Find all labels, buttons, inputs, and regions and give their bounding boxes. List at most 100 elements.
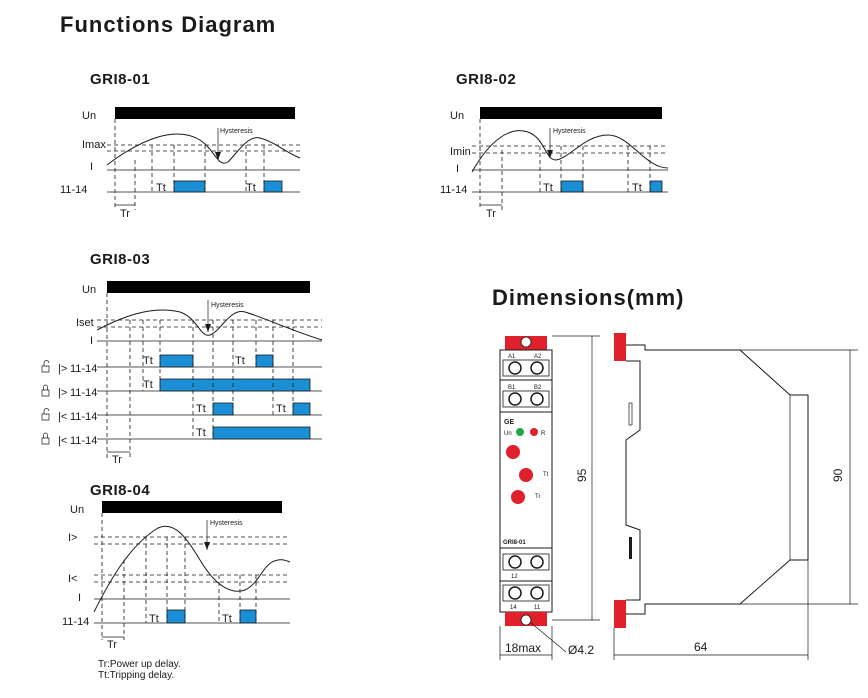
screw-icon — [508, 586, 522, 600]
gri8-04-low-label: I< — [68, 573, 77, 585]
gri8-03-row-1-pulse-2 — [255, 354, 274, 368]
gri8-03-level-label: Iset — [76, 317, 94, 329]
gri8-04-hysteresis-label: Hysteresis — [210, 520, 243, 527]
gri8-03-current-curve — [96, 309, 323, 341]
gri8-03-row-4-pulse — [212, 426, 311, 440]
screw-icon — [508, 555, 522, 569]
gri8-04-tt-2: Tt — [222, 613, 232, 625]
lock-icon — [41, 384, 50, 397]
gri8-01-hysteresis-arrowhead — [215, 152, 221, 160]
note-tr: Tr:Power up delay. — [98, 659, 181, 670]
device-front-view: A1 A2 B1 B2 GE Un R Tt Tr GRI8-01 12 — [499, 336, 553, 626]
gri8-03-row-3-symbol: |< — [58, 411, 67, 423]
terminal-a2: A2 — [534, 354, 542, 360]
gri8-02-title: GRI8-02 — [456, 71, 516, 88]
gri8-04-output-label: 11-14 — [62, 616, 89, 628]
bottom-clip-hole — [520, 614, 532, 626]
screw-icon — [530, 586, 544, 600]
gri8-04-high-label: I> — [68, 532, 77, 544]
gri8-02-hysteresis-label: Hysteresis — [553, 128, 586, 135]
led-r-label: R — [541, 431, 546, 437]
gri8-02-hysteresis-arrowhead — [547, 150, 553, 158]
gri8-02-current-curve — [471, 130, 669, 173]
gri8-04-pulse-2 — [239, 609, 257, 624]
gri8-02-diagram: GRI8-02 Un Imin I Hysteresis 11-14 Tt Tt… — [440, 71, 669, 220]
gri8-03-row-1-label: 11-14 — [70, 363, 97, 375]
gri8-01-hysteresis-label: Hysteresis — [220, 128, 253, 135]
brand-logo-icon: GE — [504, 419, 514, 426]
gri8-03-row-1: |> 11-14 Tt Tt — [41, 354, 322, 375]
gri8-04-tt-1: Tt — [149, 613, 159, 625]
gri8-03-row-2-pulse — [159, 378, 311, 392]
gri8-03-row-3: |< 11-14 Tt Tt — [41, 402, 322, 423]
gri8-01-un-label: Un — [82, 110, 96, 122]
gri8-02-output-label: 11-14 — [440, 184, 467, 196]
gri8-03-tr-label: Tr — [112, 454, 122, 466]
functions-title: Functions Diagram — [60, 12, 276, 37]
gri8-03-row-2-tt: Tt — [143, 379, 153, 391]
gri8-02-i-label: I — [456, 163, 459, 175]
dial-icon — [511, 490, 525, 504]
gri8-01-current-curve — [106, 133, 301, 166]
led-un-label: Un — [504, 431, 512, 437]
terminal-12: 12 — [511, 574, 518, 580]
gri8-03-un-label: Un — [82, 284, 96, 296]
dial-icon — [519, 468, 533, 482]
gri8-03-row-4-label: 11-14 — [70, 435, 97, 447]
gri8-03-row-1-tt-1: Tt — [143, 355, 153, 367]
lock-icon — [41, 432, 50, 445]
side-slot — [629, 537, 632, 559]
side-slot — [628, 402, 633, 426]
gri8-02-tt-2: Tt — [632, 182, 642, 194]
dial-icon — [506, 445, 520, 459]
gri8-02-pulse-1 — [560, 180, 584, 193]
gri8-04-tr-label: Tr — [107, 639, 117, 651]
gri8-03-row-1-symbol: |> — [58, 363, 67, 375]
gri8-04-supply-bar — [102, 501, 282, 513]
side-bottom-clip — [614, 600, 626, 628]
dimensions-title: Dimensions(mm) — [492, 285, 684, 310]
gri8-02-supply-bar — [480, 107, 662, 119]
gri8-01-tt-1: Tt — [156, 182, 166, 194]
gri8-03-title: GRI8-03 — [90, 251, 150, 268]
gri8-02-un-label: Un — [450, 110, 464, 122]
gri8-04-pulse-1 — [166, 609, 186, 624]
gri8-03-row-2-symbol: |> — [58, 387, 67, 399]
dial-tt-label: Tt — [543, 472, 549, 478]
gri8-04-un-label: Un — [70, 504, 84, 516]
gri8-04-diagram: GRI8-04 Un I> I< I Hysteresis 11-14 Tt T… — [62, 482, 291, 681]
gri8-02-tt-1: Tt — [543, 182, 553, 194]
dim-height-label: 95 — [575, 468, 589, 482]
terminal-b1: B1 — [508, 385, 516, 391]
gri8-03-row-4: |< 11-14 Tt — [41, 426, 322, 447]
unlock-icon — [41, 408, 50, 421]
gri8-03-row-2: |> 11-14 Tt — [41, 378, 322, 399]
terminal-a1: A1 — [508, 354, 516, 360]
dim-hole-leader — [529, 621, 567, 653]
terminal-b2: B2 — [534, 385, 542, 391]
gri8-03-row-3-tt-2: Tt — [276, 403, 286, 415]
screw-icon — [530, 361, 544, 375]
dim-rail-height-label: 90 — [831, 468, 845, 482]
gri8-03-row-3-pulse-2 — [292, 402, 311, 416]
note-tt: Tt:Tripping delay. — [98, 670, 174, 681]
gri8-01-diagram: GRI8-01 Un Imax I Hysteresis 11-14 Tt Tt… — [60, 71, 301, 220]
screw-icon — [508, 392, 522, 406]
top-clip-hole — [520, 336, 532, 348]
dial-tr-label: Tr — [535, 494, 540, 500]
led-red-icon — [530, 428, 538, 436]
rail-profile — [625, 360, 641, 601]
device-model-label: GRI8-01 — [503, 540, 526, 546]
gri8-03-row-4-symbol: |< — [58, 435, 67, 447]
dimension-depth: 64 — [613, 560, 809, 660]
dimension-rail-height: 90 — [740, 349, 858, 605]
gri8-03-diagram: GRI8-03 Un Iset I Hysteresis |> 11-14 Tt… — [41, 251, 323, 466]
gri8-02-pulse-2 — [649, 180, 663, 193]
gri8-04-hysteresis-arrowhead — [204, 542, 210, 550]
unlock-icon — [41, 360, 50, 373]
dim-width-label: 18max — [505, 641, 541, 655]
side-top-clip — [614, 333, 626, 361]
gri8-03-i-label: I — [90, 335, 93, 347]
dimension-width: 18max Ø4.2 — [499, 621, 594, 660]
gri8-01-supply-bar — [115, 107, 295, 119]
